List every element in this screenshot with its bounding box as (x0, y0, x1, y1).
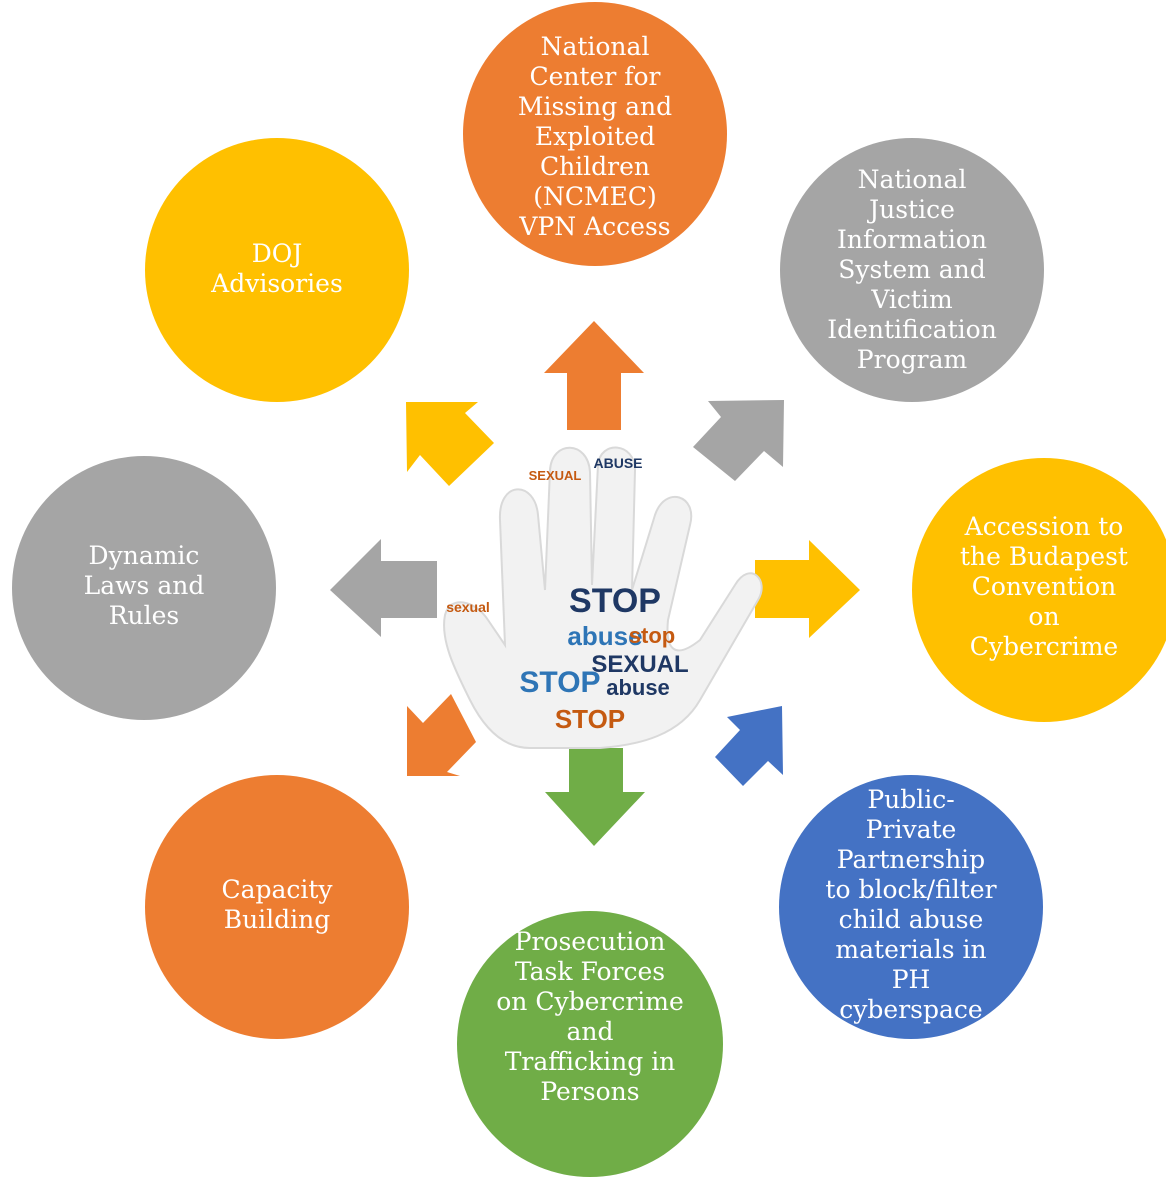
node-label-line: Cybercrime (970, 632, 1118, 661)
node-label-line: Advisories (210, 269, 343, 298)
arrow-down-icon (545, 748, 645, 846)
node-label-line: Persons (540, 1077, 639, 1106)
node-label-line: Children (540, 152, 650, 181)
node-label-line: System and (838, 255, 986, 284)
node-label-line: VPN Access (518, 212, 670, 241)
node-label-line: to block/filter (825, 875, 996, 904)
hand-icon (443, 446, 763, 749)
node-label-line: the Budapest (960, 542, 1128, 571)
word-cloud-word: SEXUAL (529, 468, 582, 483)
node-label-line: Partnership (837, 845, 985, 874)
node-label-line: Dynamic (89, 541, 200, 570)
node-label-line: Private (866, 815, 957, 844)
arrow-up-left-icon (406, 402, 494, 486)
node-label-line: National (858, 165, 967, 194)
node-label-line: Missing and (518, 92, 672, 121)
node-label-line: Victim (870, 285, 953, 314)
word-cloud-word: STOP (555, 704, 625, 734)
node-label-line: Information (837, 225, 987, 254)
node-label-line: on Cybercrime (496, 987, 684, 1016)
node-label-line: Trafficking in (505, 1047, 676, 1076)
word-cloud-word: STOP (519, 666, 600, 699)
node-label-line: Center for (529, 62, 660, 91)
node-circle (145, 775, 409, 1039)
arrow-up-right-icon (693, 400, 784, 481)
node-circle (12, 456, 276, 720)
node-label-line: Convention (972, 572, 1117, 601)
node-label-line: and (566, 1017, 613, 1046)
node-label-line: Justice (866, 195, 955, 224)
node-label-line: Prosecution (515, 927, 666, 956)
word-cloud-word: SEXUAL (591, 651, 688, 678)
node-label-line: Program (857, 345, 968, 374)
node-label-line: Task Forces (515, 957, 665, 986)
arrow-down-left-icon (407, 694, 476, 776)
node-label-line: child abuse (839, 905, 984, 934)
arrow-down-right-icon (715, 706, 783, 786)
node-circle (779, 775, 1043, 1039)
node-label-line: PH (892, 965, 931, 994)
word-cloud-word: sexual (446, 599, 490, 615)
node-label-line: Exploited (535, 122, 655, 151)
node-label-line: Building (224, 905, 331, 934)
node-circle (457, 911, 723, 1177)
node-label-line: (NCMEC) (533, 182, 657, 211)
node-circle (780, 138, 1044, 402)
node-label-line: DOJ (252, 239, 303, 268)
arrow-right-icon (755, 540, 860, 638)
node-label-line: Identification (827, 315, 997, 344)
node-label-line: National (541, 32, 650, 61)
word-cloud-word: ABUSE (593, 455, 642, 471)
node-label-line: Accession to (964, 512, 1124, 541)
arrow-up-icon (544, 321, 644, 430)
node-label-line: Laws and (84, 571, 205, 600)
node-label-line: Rules (109, 601, 180, 630)
node-circle (912, 458, 1166, 722)
node-circle (463, 2, 727, 266)
arrows-layer (330, 321, 860, 846)
node-label-line: Capacity (221, 875, 333, 904)
node-label-line: cyberspace (839, 995, 982, 1024)
center-hand-image: ABUSESEXUALSTOPabusestopsexualSTOPSEXUAL… (443, 446, 763, 749)
node-label-line: on (1028, 602, 1059, 631)
node-circle (145, 138, 409, 402)
node-label-line: materials in (835, 935, 986, 964)
word-cloud-word: abuse (567, 621, 642, 651)
node-label-line: Public- (867, 785, 954, 814)
arrow-left-icon (330, 539, 437, 637)
word-cloud-word: stop (629, 623, 675, 648)
word-cloud-word: abuse (606, 675, 670, 700)
word-cloud-word: STOP (569, 582, 661, 620)
